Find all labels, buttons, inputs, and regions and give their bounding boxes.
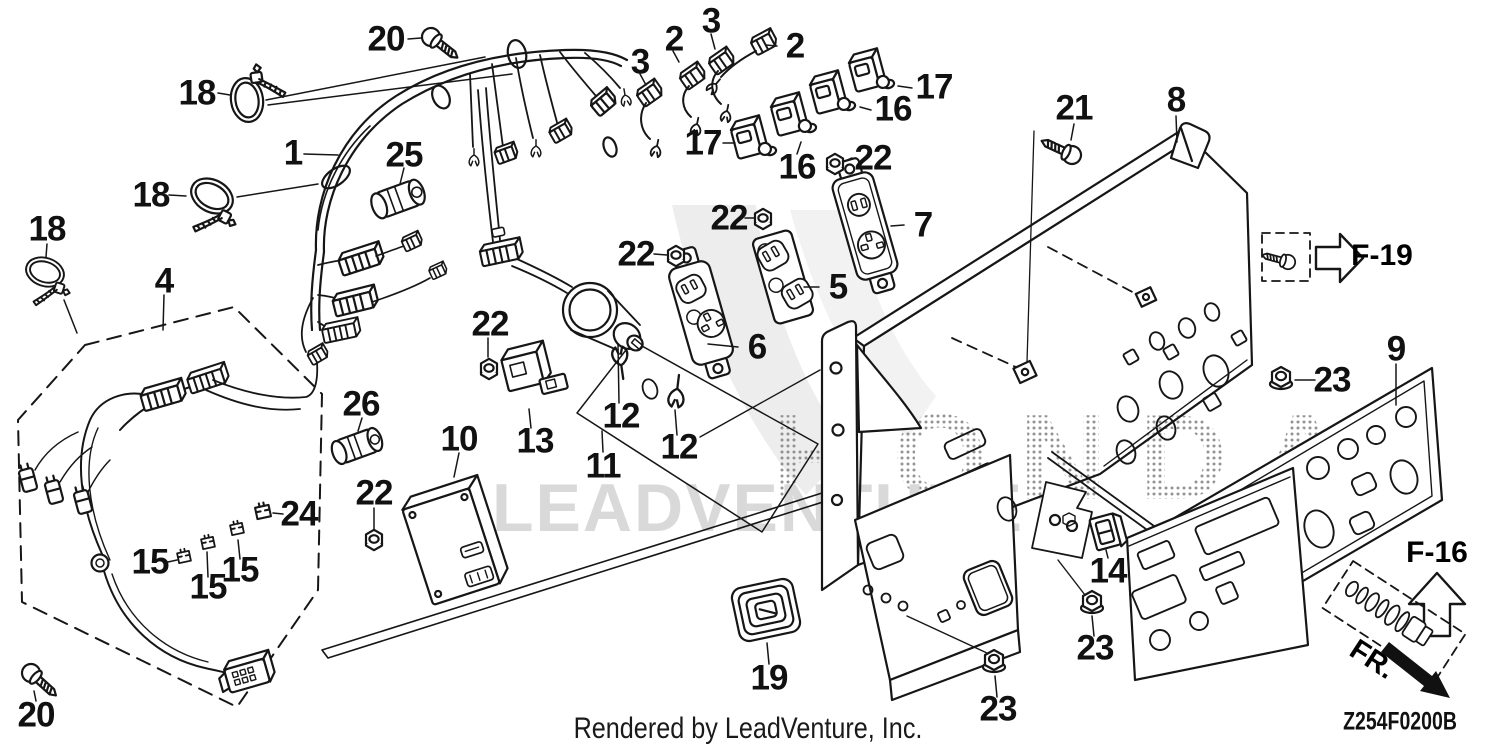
switch-mount-outline: [576, 340, 819, 533]
callout-label-2-8: 2: [664, 19, 684, 59]
callout-label-20-41: 20: [17, 695, 56, 735]
rear-panel-8: [820, 122, 1254, 592]
callout-label-3-10: 3: [630, 42, 650, 82]
circuit-breaker-16a: [806, 67, 858, 120]
circuit-breaker-17b: [727, 112, 779, 165]
callout-label-19-40: 19: [750, 658, 789, 698]
ref-label-f19: F-19: [1351, 239, 1413, 272]
callout-label-23-38: 23: [1076, 628, 1115, 668]
main-wire-harness-1: [300, 39, 633, 367]
callout-label-12-25: 12: [602, 396, 641, 436]
callout-label-8-16: 8: [1166, 80, 1186, 120]
diagram-part-code: Z254F0200B: [1343, 707, 1457, 736]
callout-label-14-37: 14: [1089, 551, 1128, 591]
callout-label-11-26: 11: [585, 446, 622, 486]
leadventure-flame-logo-watermark: [672, 205, 850, 495]
callout-label-1-2: 1: [283, 133, 303, 173]
callout-label-5-20: 5: [828, 267, 848, 307]
sub-harness-4: [15, 306, 323, 708]
callout-label-22-17: 22: [854, 138, 893, 178]
callout-label-24-33: 24: [280, 494, 319, 534]
rocker-switch-14: [1088, 512, 1129, 552]
footer-credit: Rendered by LeadVenture, Inc.: [573, 712, 923, 745]
screw-20a: [417, 23, 465, 66]
callout-label-22-32: 22: [355, 473, 394, 513]
callout-label-13-24: 13: [516, 421, 555, 461]
callout-label-22-19: 22: [710, 198, 749, 238]
callout-label-3-7: 3: [701, 1, 721, 41]
nut-23c: [1268, 365, 1294, 391]
callout-label-16-14: 16: [778, 147, 817, 187]
callout-label-22-21: 22: [617, 234, 656, 274]
clip-15a: [175, 547, 192, 565]
callout-label-21-15: 21: [1055, 88, 1094, 128]
leader-lines: [33, 33, 1397, 702]
callout-label-18-4: 18: [132, 175, 171, 215]
lower-panel-box: [853, 453, 1022, 702]
callout-label-15-34: 15: [131, 542, 170, 582]
clip-24: [253, 500, 272, 521]
nut-23b: [981, 648, 1007, 674]
condenser-26: [330, 426, 384, 466]
nut-22e: [364, 528, 384, 552]
support-rail: [321, 487, 843, 659]
circuit-breaker-16b: [767, 89, 819, 142]
leadventure-flame-logo-watermark-2: [790, 210, 936, 438]
screw-21: [1036, 131, 1086, 169]
callout-label-9-30: 9: [1386, 329, 1406, 369]
callout-label-15-36: 15: [221, 550, 260, 590]
clip-12a: [610, 344, 632, 382]
callout-label-16-12: 16: [874, 89, 913, 129]
fr-direction-arrow: [1381, 642, 1450, 698]
nut-22c: [666, 244, 686, 268]
callout-label-6-22: 6: [747, 327, 767, 367]
nut-23a: [1079, 589, 1105, 615]
nut-22a: [825, 152, 845, 176]
clip-15b: [199, 533, 216, 551]
nut-22b: [753, 207, 773, 231]
callout-label-15-35: 15: [189, 567, 228, 607]
ref-f19-group: [1259, 232, 1365, 284]
callout-label-17-13: 17: [684, 123, 723, 163]
callout-label-18-1: 18: [178, 73, 217, 113]
callout-label-7-18: 7: [913, 205, 933, 245]
callout-label-26-28: 26: [342, 384, 381, 424]
sub-panel: [1125, 466, 1310, 682]
callout-label-22-23: 22: [471, 304, 510, 344]
gasket-oval: [641, 378, 659, 400]
ref-f16-group: [1321, 560, 1467, 698]
clip-12b: [666, 372, 688, 410]
receptacle-5: [751, 229, 815, 325]
callout-label-18-5: 18: [28, 209, 67, 249]
ref-label-f16: F-16: [1406, 536, 1468, 569]
callout-label-10-29: 10: [440, 419, 479, 459]
relay-13: [500, 339, 569, 395]
callout-label-20-0: 20: [367, 19, 406, 59]
callout-label-23-39: 23: [979, 689, 1018, 729]
cable-tie-18b: [173, 170, 251, 248]
callout-label-25-3: 25: [385, 135, 424, 175]
nut-22d: [479, 357, 499, 381]
cable-tie-18a: [225, 59, 290, 126]
grommet-19: [730, 577, 802, 643]
condenser-25: [370, 178, 426, 220]
clip-15c: [228, 519, 245, 537]
callout-label-4-6: 4: [154, 261, 174, 301]
callout-label-2-9: 2: [785, 26, 805, 66]
ignition-switch-11: [477, 226, 644, 352]
hinge-bracket: [1031, 451, 1155, 596]
control-unit-10: [401, 473, 509, 606]
callout-label-17-11: 17: [915, 67, 954, 107]
cable-tie-18c: [15, 251, 79, 315]
jumper-wires-2-3: [633, 27, 780, 159]
callout-label-23-31: 23: [1313, 360, 1352, 400]
callout-label-12-27: 12: [660, 427, 699, 467]
